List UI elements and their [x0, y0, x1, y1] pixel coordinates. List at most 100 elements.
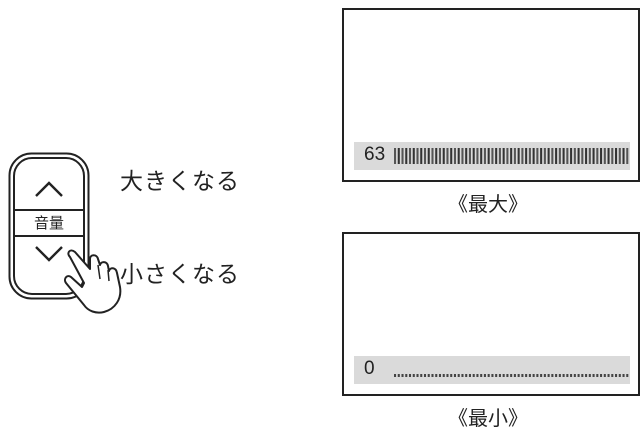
meter-segment — [592, 148, 595, 164]
meter-segment — [588, 148, 591, 164]
meter-segment — [577, 148, 580, 164]
meter-segment — [423, 374, 427, 377]
meter-segment — [461, 148, 464, 164]
pointing-hand-icon — [63, 249, 122, 314]
meter-segment — [525, 374, 528, 377]
meter-segment — [622, 374, 625, 377]
volume-meter — [394, 148, 629, 164]
volume-up-label: 大きくなる — [120, 169, 240, 195]
meter-segment — [480, 374, 483, 377]
meter-segment — [446, 148, 449, 164]
meter-segment — [611, 148, 614, 164]
meter-segment — [540, 148, 543, 164]
meter-segment — [517, 148, 520, 164]
volume-bar: 0 — [354, 356, 630, 384]
meter-segment — [596, 148, 599, 164]
meter-segment — [506, 148, 509, 164]
meter-segment — [491, 148, 494, 164]
meter-segment — [603, 374, 606, 377]
meter-segment — [495, 148, 498, 164]
caption-min: 《最小》 — [448, 406, 528, 430]
meter-segment — [442, 148, 445, 164]
meter-segment — [581, 374, 584, 377]
meter-segment — [397, 374, 400, 377]
meter-segment — [394, 374, 397, 377]
meter-segment — [525, 148, 528, 164]
meter-segment — [543, 148, 546, 164]
meter-segment — [577, 374, 580, 377]
meter-segment — [435, 148, 438, 164]
meter-segment — [532, 374, 535, 377]
volume-value: 0 — [364, 358, 375, 379]
meter-segment — [405, 374, 408, 377]
meter-segment — [408, 374, 412, 377]
meter-segment — [532, 148, 535, 164]
meter-segment — [521, 374, 524, 377]
meter-segment — [603, 148, 606, 164]
meter-segment — [401, 374, 404, 377]
meter-segment — [510, 148, 513, 164]
meter-segment — [573, 374, 576, 377]
volume-bar: 63 — [354, 142, 630, 170]
meter-segment — [607, 148, 610, 164]
meter-segment — [453, 374, 456, 377]
meter-segment — [405, 148, 408, 164]
meter-segment — [543, 374, 546, 377]
meter-segment — [615, 374, 618, 377]
meter-segment — [585, 148, 588, 164]
meter-segment — [506, 374, 509, 377]
volume-value: 63 — [364, 144, 386, 165]
meter-segment — [611, 374, 614, 377]
meter-segment — [626, 148, 629, 164]
tv-screen-max: 63 — [342, 8, 640, 182]
meter-segment — [427, 374, 430, 377]
meter-segment — [472, 374, 475, 377]
meter-segment — [528, 148, 531, 164]
meter-segment — [483, 148, 486, 164]
caption-max: 《最大》 — [448, 192, 528, 216]
meter-segment — [555, 374, 558, 377]
meter-segment — [427, 148, 430, 164]
meter-segment — [581, 148, 584, 164]
meter-segment — [487, 374, 490, 377]
meter-segment — [600, 374, 603, 377]
volume-down-key[interactable] — [35, 246, 63, 262]
meter-segment — [420, 374, 423, 377]
meter-segment — [566, 374, 569, 377]
meter-segment — [457, 148, 460, 164]
meter-segment — [438, 374, 442, 377]
meter-segment — [450, 148, 453, 164]
tv-screen-min: 0 — [342, 232, 640, 396]
meter-segment — [468, 148, 471, 164]
meter-segment — [498, 374, 501, 377]
meter-segment — [431, 148, 434, 164]
meter-segment — [465, 148, 468, 164]
meter-segment — [483, 374, 486, 377]
meter-segment — [468, 374, 471, 377]
meter-segment — [618, 148, 621, 164]
meter-segment — [585, 374, 588, 377]
meter-segment — [622, 148, 625, 164]
meter-segment — [420, 148, 423, 164]
meter-segment — [453, 148, 456, 164]
meter-segment — [412, 148, 415, 164]
meter-segment — [457, 374, 460, 377]
meter-segment — [592, 374, 595, 377]
meter-segment — [498, 148, 501, 164]
chevron-down-icon — [35, 246, 63, 262]
meter-segment — [431, 374, 434, 377]
meter-segment — [394, 148, 397, 164]
meter-segment — [551, 374, 554, 377]
meter-segment — [461, 374, 464, 377]
meter-segment — [438, 148, 442, 164]
meter-segment — [401, 148, 404, 164]
meter-segment — [562, 148, 565, 164]
meter-segment — [423, 148, 427, 164]
meter-segment — [626, 374, 629, 377]
volume-up-key[interactable] — [35, 181, 63, 197]
meter-segment — [517, 374, 520, 377]
meter-segment — [596, 374, 599, 377]
volume-down-label: 小さくなる — [120, 262, 240, 288]
meter-segment — [615, 148, 618, 164]
meter-segment — [408, 148, 412, 164]
